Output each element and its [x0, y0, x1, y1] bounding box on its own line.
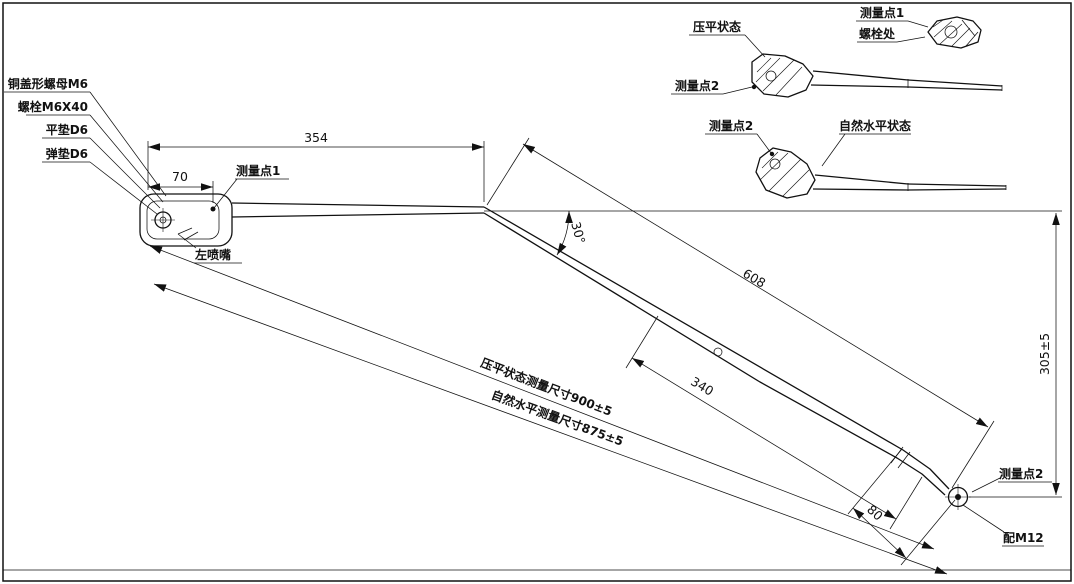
- bolt-detail-view: [927, 16, 982, 49]
- dim-305-text: 305±5: [1037, 333, 1052, 375]
- extension-line: [900, 499, 956, 566]
- side-view-natural-level: 测量点2 自然水平状态: [705, 118, 1007, 199]
- leader-line: [962, 504, 1005, 533]
- pivot-hole: [769, 158, 781, 170]
- extension-line: [625, 315, 659, 369]
- parts-list-flat-washer-label: 平垫D6: [46, 122, 88, 137]
- dimension-305: 305±5: [969, 213, 1062, 498]
- leader-line: [756, 133, 772, 154]
- leader-line: [821, 133, 846, 167]
- dimension-354: 354: [147, 130, 485, 202]
- natural-level-state-label: 自然水平状态: [839, 118, 911, 133]
- leader-line: [89, 114, 164, 203]
- plan-measure-point-1: 测量点1: [210, 163, 289, 212]
- dimension-line-pressed-flat: [149, 245, 935, 550]
- dimension-line-natural-level: [153, 283, 948, 575]
- angle-arc: [556, 210, 573, 256]
- plan-view-arm: [231, 202, 971, 510]
- dim-80-text: 80: [864, 502, 886, 524]
- detail-measure-point-2-label: 测量点2: [675, 78, 719, 93]
- parts-list-spring-washer-label: 弹垫D6: [46, 146, 88, 161]
- parts-list-bolt-label: 螺栓M6X40: [18, 99, 88, 114]
- arm-mid-hole: [713, 347, 723, 357]
- measure-point-2-label: 测量点2: [999, 466, 1043, 481]
- measurement-dot: [751, 84, 757, 90]
- extension-line: [951, 420, 995, 489]
- dim-70-text: 70: [172, 169, 188, 184]
- parts-list: 铜盖形螺母M6 螺栓M6X40 平垫D6 弹垫D6: [4, 76, 167, 215]
- plan-view-head: [139, 193, 233, 247]
- parts-list-cap-nut-label: 铜盖形螺母M6: [8, 76, 88, 91]
- leader-line: [744, 34, 766, 58]
- left-nozzle-label: 左喷嘴: [194, 247, 231, 262]
- dim-354-text: 354: [304, 130, 328, 145]
- leader-line: [89, 161, 158, 215]
- pressed-flat-state-label: 压平状态: [693, 19, 741, 34]
- leader-line: [177, 233, 197, 249]
- leader-line: [971, 477, 1001, 493]
- head-profile: [751, 53, 814, 98]
- plan-measure-point-2: 测量点2: [971, 466, 1052, 493]
- pivot-hole: [765, 70, 777, 82]
- dimension-80: 80: [847, 448, 956, 566]
- dimension-340: 340: [625, 315, 923, 530]
- dimension-70: 70: [148, 169, 214, 203]
- dim-608-text: 608: [740, 266, 768, 291]
- fit-m12-label: 配M12: [1003, 530, 1044, 545]
- leader-line: [907, 20, 929, 28]
- leader-line: [89, 91, 167, 197]
- leader-line: [89, 137, 161, 209]
- nozzle-detail: [183, 231, 199, 241]
- bolt-detail-labels: 测量点1 螺栓处: [856, 5, 929, 43]
- dim-30deg-text: 30°: [568, 220, 588, 245]
- side-view-pressed-flat: 压平状态 测量点2: [671, 19, 1003, 98]
- extension-line: [486, 137, 530, 206]
- detail-measure-point-2-label: 测量点2: [709, 118, 753, 133]
- bolt-location-label: 螺栓处: [859, 26, 896, 41]
- leader-line: [722, 86, 753, 95]
- measure-point-1-label: 测量点1: [236, 163, 280, 178]
- leader-line: [896, 36, 926, 43]
- leader-line: [213, 178, 238, 209]
- head-profile: [755, 147, 816, 199]
- nozzle-detail: [177, 227, 193, 235]
- extension-line: [889, 476, 923, 530]
- angle-dimension-30: 30°: [484, 210, 1062, 256]
- fit-m12-callout: 配M12: [962, 504, 1044, 547]
- measurement-dot: [769, 151, 775, 157]
- dimension-line: [631, 357, 897, 520]
- overall-length-dimensions: 压平状态测量尺寸900±5 自然水平测量尺寸875±5: [149, 245, 948, 575]
- detail-measure-point-1-label: 测量点1: [860, 5, 904, 20]
